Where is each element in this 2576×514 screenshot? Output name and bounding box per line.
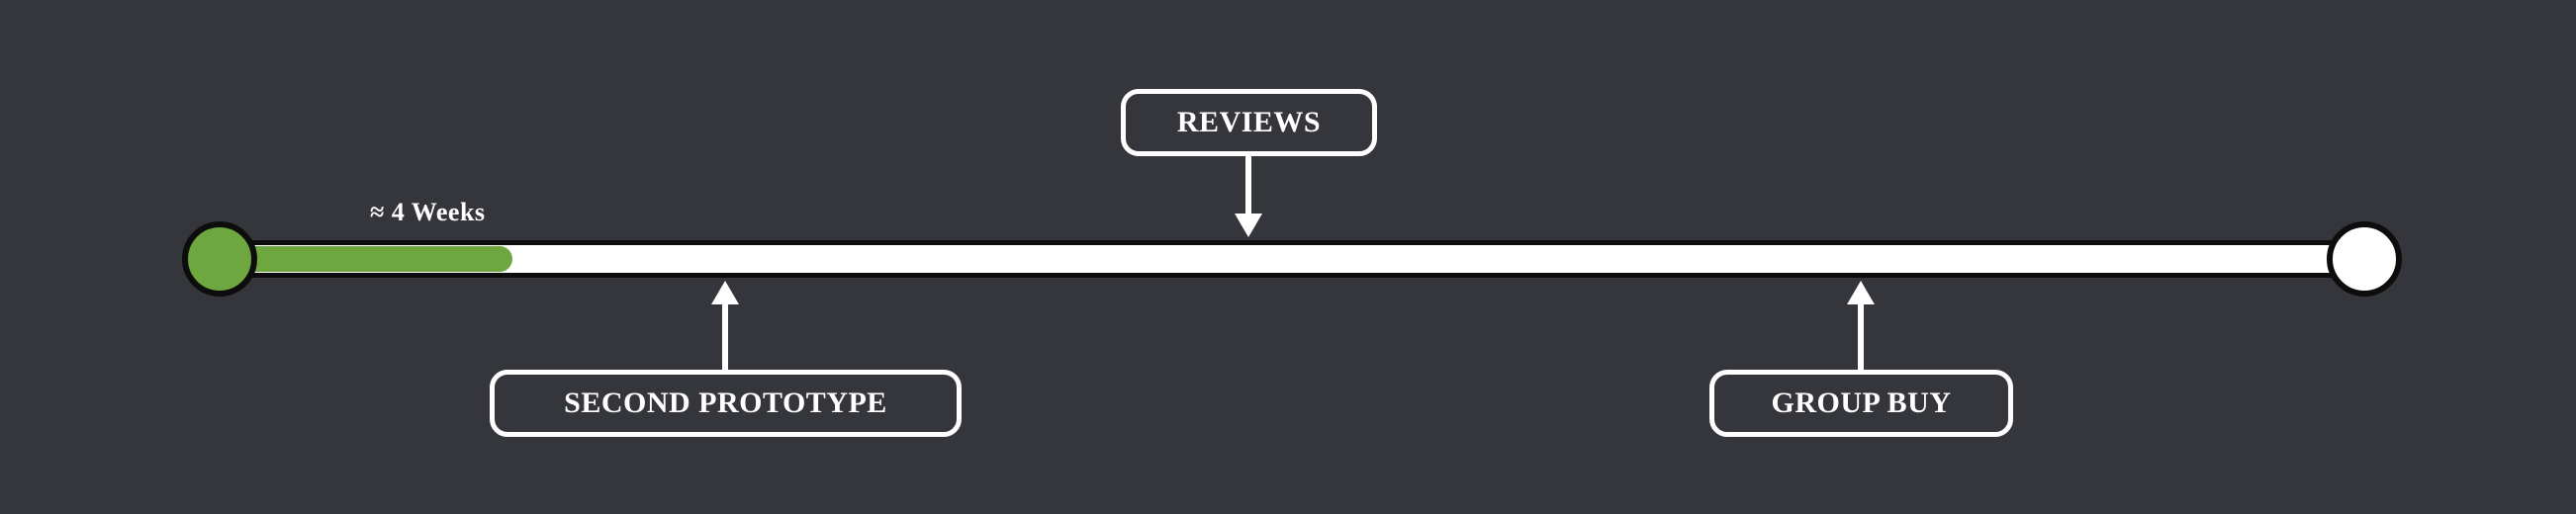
milestone-label-group-buy: GROUP BUY — [1771, 386, 1952, 419]
arrow-up-icon — [711, 281, 739, 304]
milestone-box-group-buy: GROUP BUY — [1709, 370, 2013, 437]
timeline-end-node — [2327, 221, 2402, 297]
timeline-start-node — [182, 221, 257, 297]
milestone-box-second-prototype: SECOND PROTOTYPE — [490, 370, 962, 437]
arrow-up-icon — [1847, 281, 1875, 304]
timeline-progress-segment — [220, 246, 512, 272]
arrow-down-icon — [1245, 156, 1251, 215]
milestone-label-second-prototype: SECOND PROTOTYPE — [564, 386, 887, 419]
arrow-down-icon — [1235, 214, 1262, 237]
milestone-label-reviews: REVIEWS — [1176, 106, 1322, 138]
timeline-bar — [220, 240, 2364, 278]
arrow-up-icon — [1858, 302, 1864, 370]
arrow-up-icon — [722, 302, 728, 370]
milestone-box-reviews: REVIEWS — [1121, 89, 1377, 156]
progress-duration-label: ≈ 4 Weeks — [370, 198, 486, 226]
